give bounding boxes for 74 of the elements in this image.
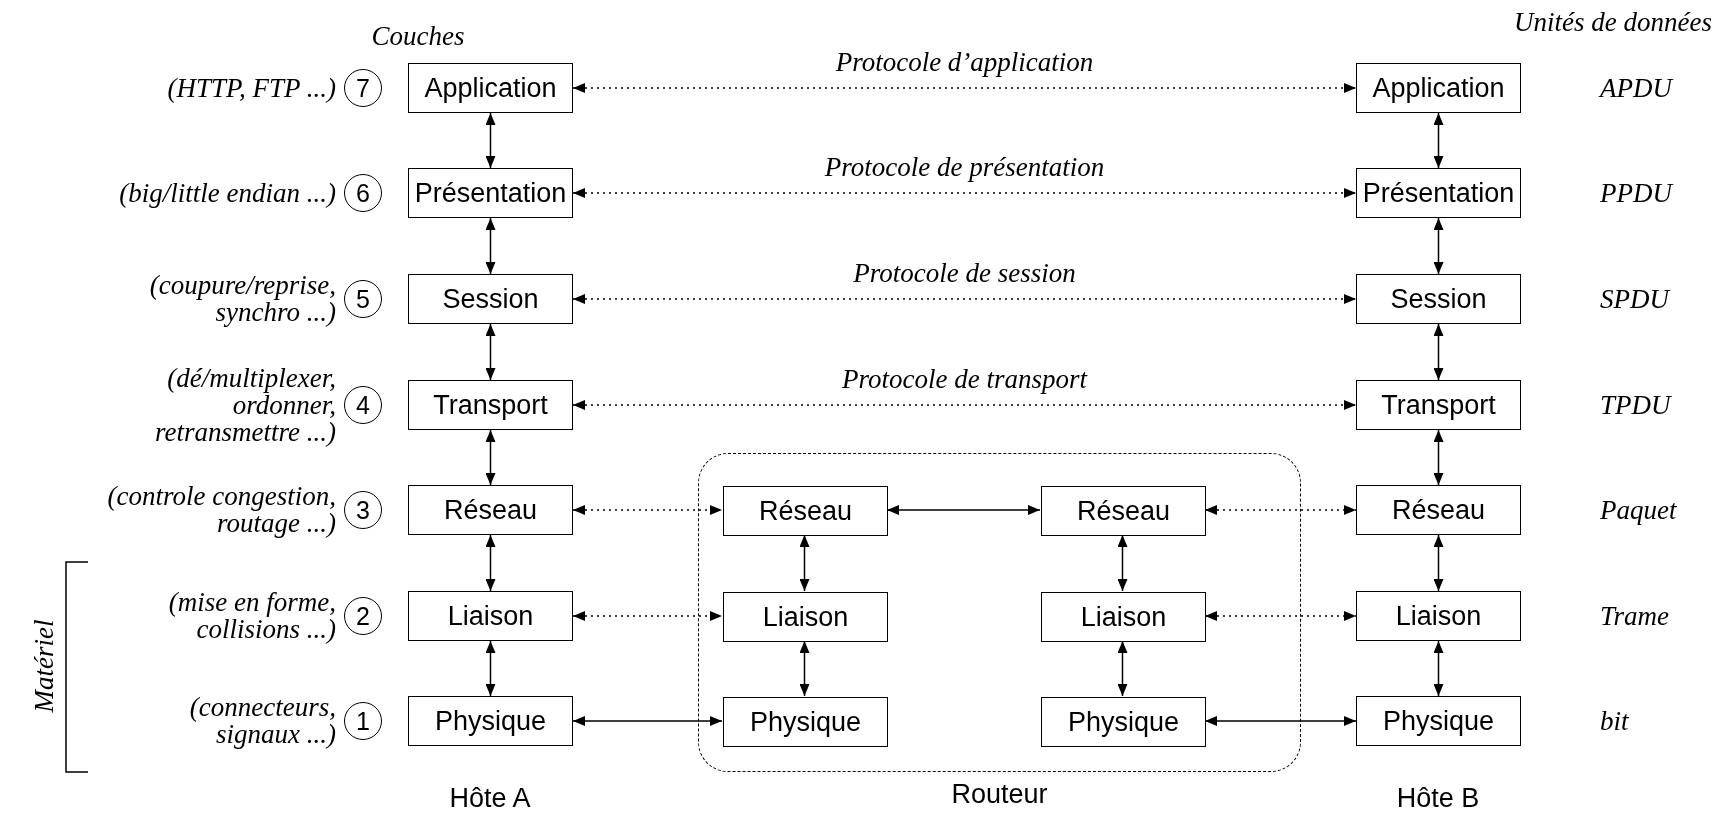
data-unit-label: TPDU: [1600, 391, 1673, 419]
arrow: [485, 429, 496, 486]
layer-box: Liaison: [1041, 592, 1206, 642]
layer-box: Transport: [408, 380, 573, 430]
heading-label: Couches: [371, 22, 465, 50]
layer-box: Réseau: [723, 486, 888, 536]
arrow: [485, 217, 496, 275]
arrow: [1433, 534, 1444, 592]
dotted-arrow: [572, 611, 723, 621]
arrow: [1433, 112, 1444, 169]
side-label: Matériel: [30, 619, 58, 713]
heading-label: Unités de données: [1514, 8, 1712, 36]
layer-box: Physique: [1041, 697, 1206, 747]
dotted-arrow: [572, 83, 1357, 93]
layer-box: Réseau: [1356, 485, 1521, 535]
arrow: [1204, 716, 1357, 726]
arrow: [1117, 534, 1128, 592]
data-unit-label: bit: [1600, 707, 1630, 735]
layer-number-circle: 7: [344, 69, 382, 107]
data-unit-label: APDU: [1600, 74, 1675, 102]
arrow: [485, 323, 496, 381]
arrow: [485, 534, 496, 592]
layer-description: (coupure/reprise, synchro ...): [148, 272, 336, 326]
layer-box: Transport: [1356, 380, 1521, 430]
arrow: [572, 716, 723, 726]
layer-number-circle: 4: [344, 386, 382, 424]
dotted-arrow: [572, 400, 1357, 410]
dotted-arrow: [1204, 611, 1357, 621]
data-unit-label: Trame: [1600, 602, 1671, 630]
arrow: [1433, 640, 1444, 697]
layer-number-circle: 2: [344, 597, 382, 635]
column-label: Hôte A: [449, 782, 531, 814]
layer-number-circle: 1: [344, 702, 382, 740]
arrow: [1433, 217, 1444, 275]
arrow: [1433, 429, 1444, 486]
layer-box: Application: [408, 63, 573, 113]
column-label: Hôte B: [1396, 782, 1480, 814]
dotted-arrow: [572, 505, 723, 515]
layer-description: (controle congestion, routage ...): [106, 483, 336, 537]
layer-box: Présentation: [408, 168, 573, 218]
layer-description: (mise en forme, collisions ...): [167, 589, 336, 643]
arrow: [799, 640, 810, 697]
arrow: [485, 112, 496, 169]
data-unit-label: PPDU: [1600, 179, 1675, 207]
layer-number-circle: 5: [344, 280, 382, 318]
layer-box: Présentation: [1356, 168, 1521, 218]
layer-description: (HTTP, FTP ...): [166, 74, 336, 102]
layer-box: Application: [1356, 63, 1521, 113]
layer-description: (connecteurs, signaux ...): [188, 694, 336, 748]
arrow: [799, 534, 810, 592]
layer-box: Liaison: [1356, 591, 1521, 641]
layer-box: Physique: [408, 696, 573, 746]
arrow: [886, 505, 1041, 515]
layer-box: Liaison: [408, 591, 573, 641]
layer-box: Réseau: [408, 485, 573, 535]
layer-box: Session: [1356, 274, 1521, 324]
layer-box: Physique: [723, 697, 888, 747]
layer-box: Physique: [1356, 696, 1521, 746]
layer-number-circle: 6: [344, 174, 382, 212]
layer-number-circle: 3: [344, 491, 382, 529]
layer-description: (dé/multiplexer, ordonner, retransmettre ...): [154, 364, 336, 446]
layer-description: (big/little endian ...): [118, 179, 336, 207]
layer-box: Réseau: [1041, 486, 1206, 536]
arrow: [485, 640, 496, 697]
arrow: [1433, 323, 1444, 381]
group-title: Routeur: [951, 779, 1048, 810]
layer-box: Session: [408, 274, 573, 324]
data-unit-label: SPDU: [1600, 285, 1672, 313]
dotted-arrow: [1204, 505, 1357, 515]
data-unit-label: Paquet: [1600, 496, 1678, 524]
arrow: [1117, 640, 1128, 697]
layer-box: Liaison: [723, 592, 888, 642]
dotted-arrow: [572, 188, 1357, 198]
dotted-arrow: [572, 294, 1357, 304]
